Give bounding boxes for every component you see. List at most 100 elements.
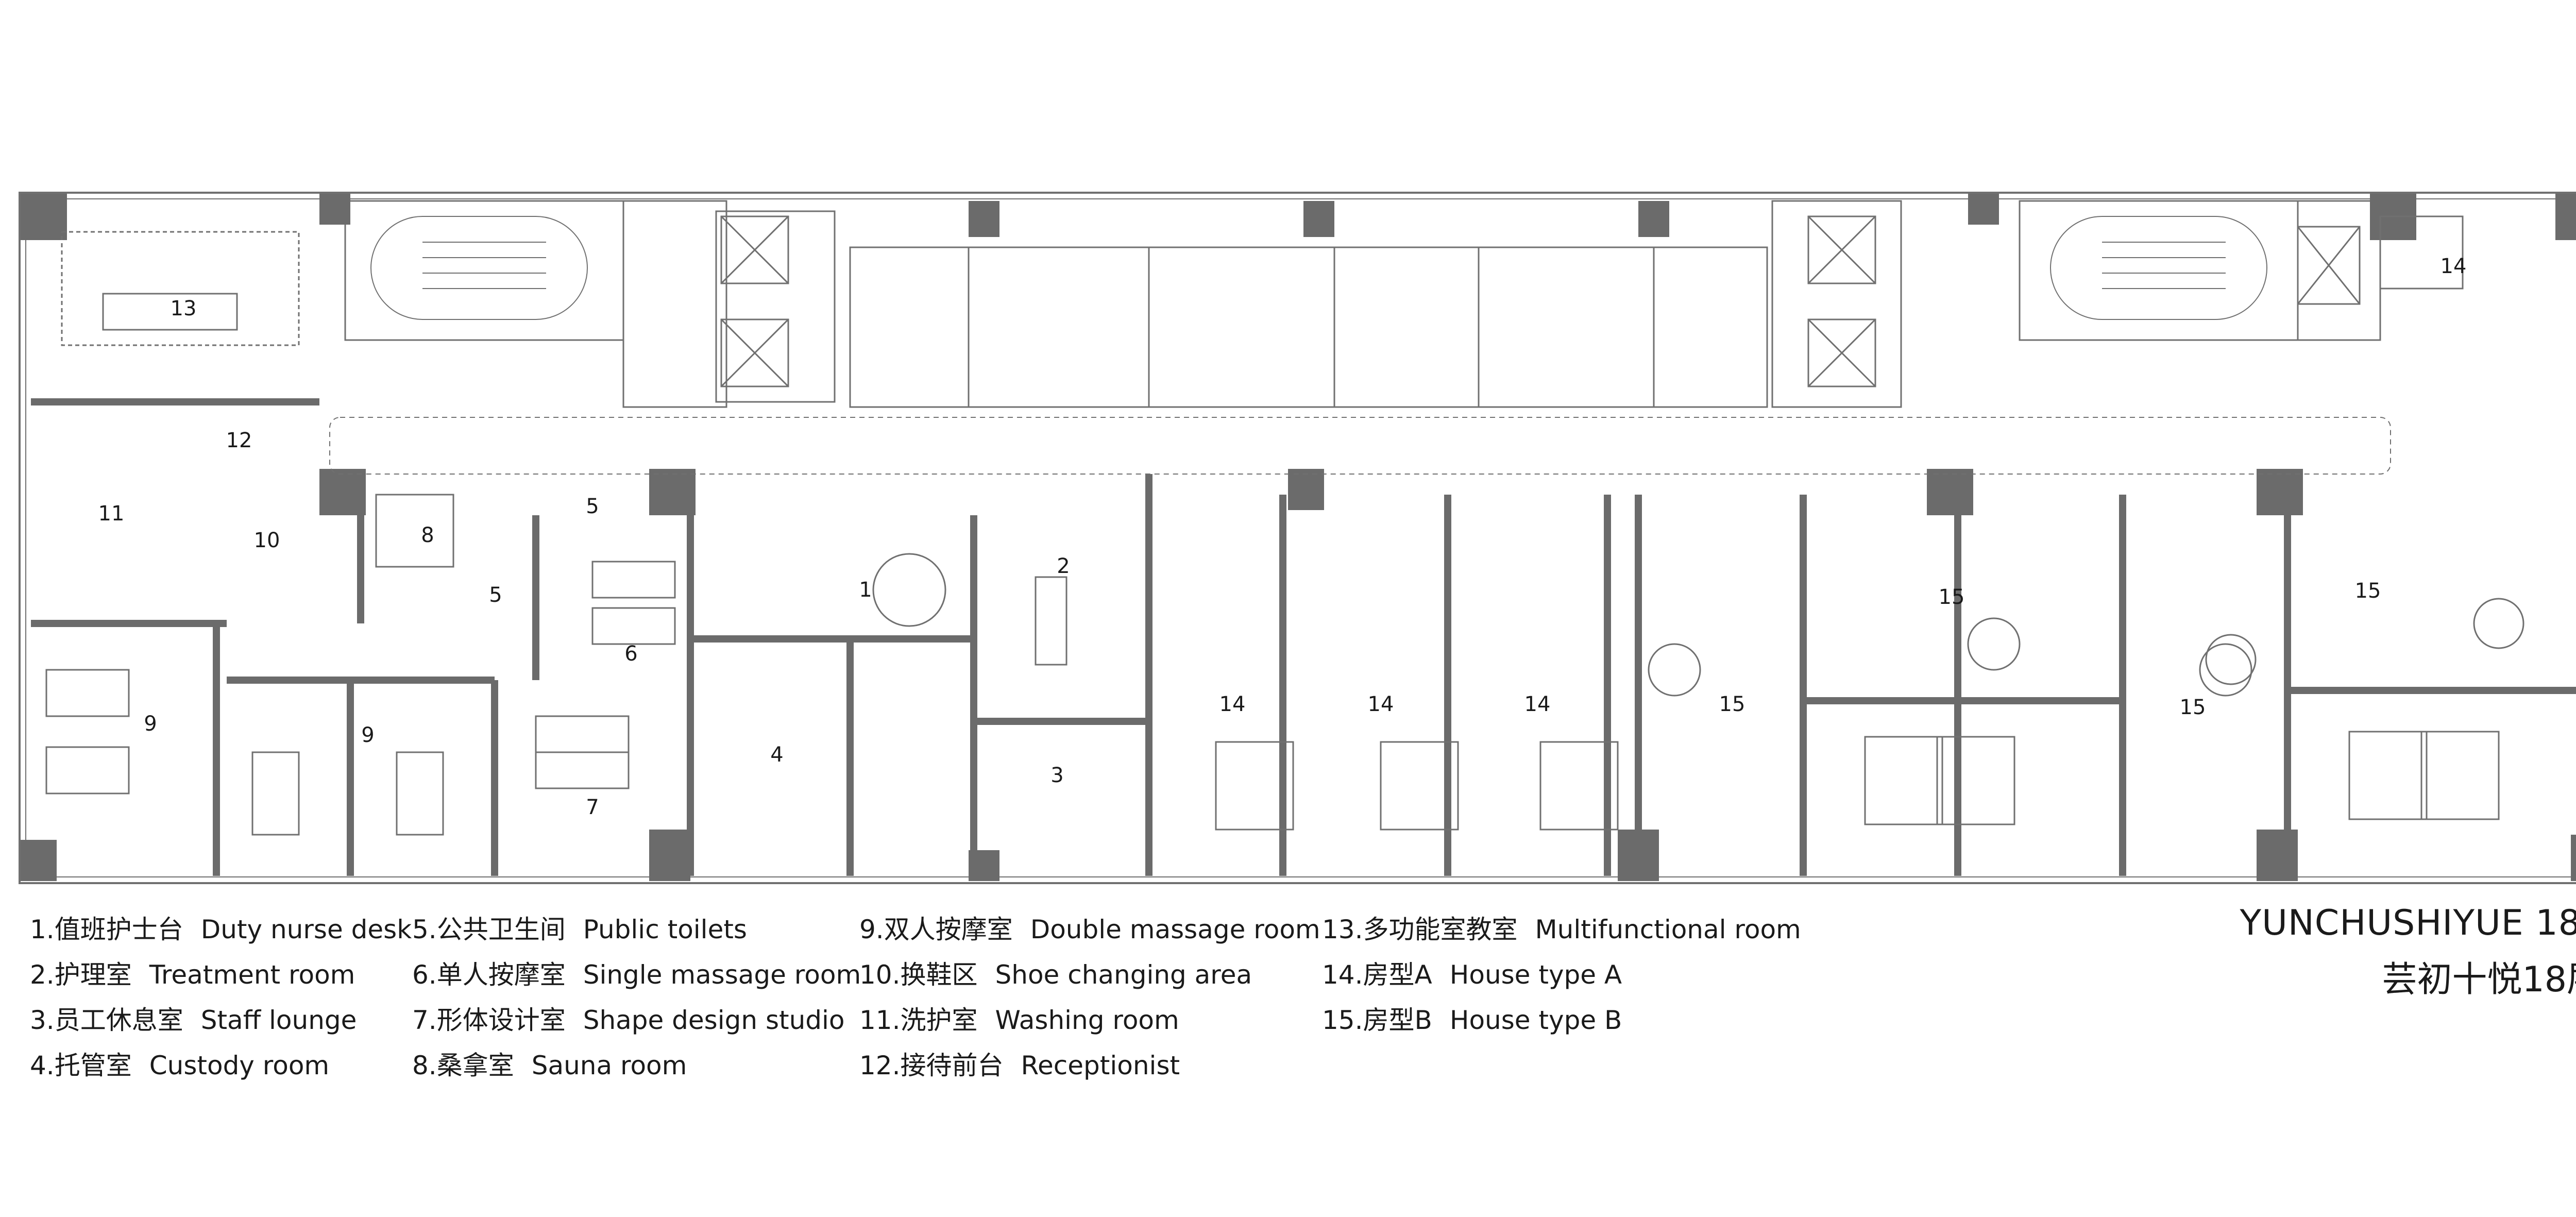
legend-number: 12. <box>859 1051 901 1080</box>
legend-name-en: House type A <box>1449 960 1622 990</box>
room-label: 5 <box>586 495 599 518</box>
legend-name-cn: 房型B <box>1363 1005 1432 1035</box>
legend-name-en: House type B <box>1449 1005 1622 1035</box>
room-label: 9 <box>361 723 374 747</box>
room-label: 12 <box>226 429 252 452</box>
legend-number: 3. <box>30 1005 55 1035</box>
room-label: 15 <box>2355 579 2381 603</box>
legend-number: 5. <box>412 915 437 944</box>
room-label: 14 <box>2441 255 2467 278</box>
building-envelope <box>19 192 2576 884</box>
legend-name-en: Receptionist <box>1021 1051 1180 1080</box>
legend-name-cn: 洗护室 <box>900 1005 978 1035</box>
legend-name-cn: 护理室 <box>54 960 132 990</box>
legend-item: 1.值班护士台 Duty nurse desk <box>30 907 412 952</box>
room-label: 15 <box>1719 692 1745 716</box>
legend-item: 4.托管室 Custody room <box>30 1043 412 1088</box>
legend-name-en: Sauna room <box>531 1051 687 1080</box>
legend-number: 2. <box>30 960 55 990</box>
legend-item: 15.房型B House type B <box>1322 998 1801 1043</box>
elevators <box>720 215 2361 387</box>
partition-walls <box>31 398 2576 876</box>
legend-name-cn: 房型A <box>1363 960 1432 990</box>
room-label: 7 <box>586 796 599 819</box>
legend-name-cn: 员工休息室 <box>54 1005 183 1035</box>
legend-item: 6.单人按摩室 Single massage room <box>412 952 861 998</box>
legend-number: 15. <box>1322 1005 1363 1035</box>
legend-name-en: Treatment room <box>149 960 355 990</box>
legend-item: 12.接待前台 Receptionist <box>859 1043 1320 1088</box>
legend-name-en: Washing room <box>995 1005 1179 1035</box>
room-label: 10 <box>254 529 280 552</box>
room-label: 13 <box>171 297 197 320</box>
structural-columns <box>21 194 2576 881</box>
legend-name-cn: 桑拿室 <box>436 1051 514 1080</box>
stairs-right <box>2050 216 2267 320</box>
project-title-en: YUNCHUSHIYUE 18F <box>2240 903 2576 943</box>
corridor <box>329 417 2391 475</box>
legend-number: 4. <box>30 1051 55 1080</box>
legend-number: 8. <box>412 1051 437 1080</box>
legend-number: 11. <box>859 1005 901 1035</box>
legend-number: 13. <box>1322 915 1363 944</box>
legend-name-en: Shoe changing area <box>995 960 1252 990</box>
legend-item: 9.双人按摩室 Double massage room <box>859 907 1320 952</box>
legend-name-cn: 多功能室教室 <box>1363 915 1518 944</box>
legend-column-1: 1.值班护士台 Duty nurse desk 2.护理室 Treatment ro… <box>30 907 412 1088</box>
stairs-left <box>370 216 588 320</box>
room-label: 6 <box>624 642 637 666</box>
legend-name-cn: 值班护士台 <box>54 915 183 944</box>
legend-number: 14. <box>1322 960 1363 990</box>
legend-column-4: 13.多功能室教室 Multifunctional room 14.房型A Hous… <box>1322 907 1801 1043</box>
room-label: 15 <box>2180 696 2206 719</box>
legend-name-cn: 公共卫生间 <box>436 915 566 944</box>
legend-item: 2.护理室 Treatment room <box>30 952 412 998</box>
legend-number: 9. <box>859 915 884 944</box>
legend-name-en: Public toilets <box>583 915 747 944</box>
legend-name-en: Custody room <box>149 1051 330 1080</box>
legend-name-en: Single massage room <box>583 960 861 990</box>
legend-column-2: 5.公共卫生间 Public toilets 6.单人按摩室 Single mass… <box>412 907 861 1088</box>
legend-name-en: Duty nurse desk <box>200 915 412 944</box>
room-label: 1 <box>859 578 872 602</box>
project-title-cn: 芸初十悦18层 <box>2382 959 2576 1000</box>
legend-name-cn: 换鞋区 <box>900 960 978 990</box>
room-label: 14 <box>1524 692 1551 716</box>
legend-item: 11.洗护室 Washing room <box>859 998 1320 1043</box>
massage-beds <box>45 494 1067 836</box>
legend-number: 1. <box>30 915 55 944</box>
room-label: 3 <box>1050 764 1063 787</box>
room-label: 14 <box>1368 692 1394 716</box>
legend-number: 7. <box>412 1005 437 1035</box>
room-label: 15 <box>1939 585 1965 609</box>
legend-name-en: Double massage room <box>1030 915 1320 944</box>
room-label: 4 <box>770 743 783 767</box>
legend-name-cn: 单人按摩室 <box>436 960 566 990</box>
legend-item: 5.公共卫生间 Public toilets <box>412 907 861 952</box>
legend-item: 13.多功能室教室 Multifunctional room <box>1322 907 1801 952</box>
legend-name-en: Shape design studio <box>583 1005 845 1035</box>
legend-name-en: Multifunctional room <box>1535 915 1801 944</box>
service-cores <box>344 200 2381 408</box>
legend-item: 14.房型A House type A <box>1322 952 1801 998</box>
room-label: 2 <box>1057 554 1070 578</box>
legend-item: 3.员工休息室 Staff lounge <box>30 998 412 1043</box>
legend-name-cn: 托管室 <box>54 1051 132 1080</box>
room-label: 9 <box>144 712 157 736</box>
room-label: 8 <box>421 523 434 547</box>
legend-item: 8.桑拿室 Sauna room <box>412 1043 861 1088</box>
conference-table <box>61 231 300 346</box>
legend-number: 6. <box>412 960 437 990</box>
legend-name-en: Staff lounge <box>200 1005 357 1035</box>
legend-name-cn: 双人按摩室 <box>884 915 1013 944</box>
guest-room-beds <box>1215 215 2524 831</box>
room-labels: 1 2 3 4 5 5 6 7 8 9 9 10 11 12 13 14 14 … <box>98 255 2467 819</box>
legend-item: 7.形体设计室 Shape design studio <box>412 998 861 1043</box>
room-label: 5 <box>489 583 502 607</box>
legend-name-cn: 接待前台 <box>900 1051 1004 1080</box>
legend-name-cn: 形体设计室 <box>436 1005 566 1035</box>
room-label: 14 <box>1219 692 1246 716</box>
